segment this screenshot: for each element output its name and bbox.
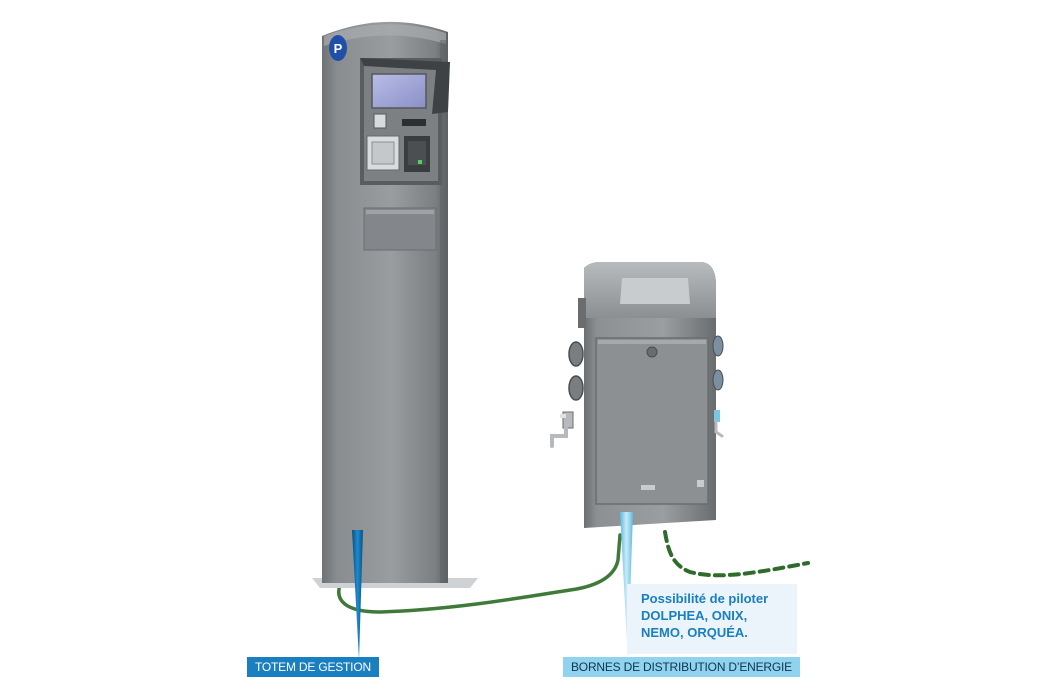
callout-box: Possibilité de piloter DOLPHEA, ONIX, NE… <box>627 584 797 654</box>
callout-line-2: DOLPHEA, ONIX, <box>641 608 748 623</box>
callout-text: Possibilité de piloter DOLPHEA, ONIX, NE… <box>641 590 787 641</box>
pointer-totem <box>352 530 363 660</box>
callout-line-3: NEMO, ORQUÉA. <box>641 625 748 640</box>
totem-de-gestion: P <box>312 21 478 588</box>
borne-de-distribution <box>550 262 724 528</box>
left-sockets <box>550 298 586 448</box>
power-cable <box>337 533 622 614</box>
label-bornes-de-distribution: BORNES DE DISTRIBUTION D’ENERGIE <box>563 657 800 677</box>
callout-line-1: Possibilité de piloter <box>641 591 769 606</box>
parking-sign-icon: P <box>329 35 347 61</box>
parking-sign-letter: P <box>334 41 343 56</box>
kiosk-panel <box>360 58 450 185</box>
right-sockets <box>712 335 724 438</box>
dashed-cable <box>663 530 810 578</box>
pointer-bornes <box>620 512 633 660</box>
lock-icon <box>646 346 658 358</box>
label-totem-de-gestion: TOTEM DE GESTION <box>247 657 379 677</box>
